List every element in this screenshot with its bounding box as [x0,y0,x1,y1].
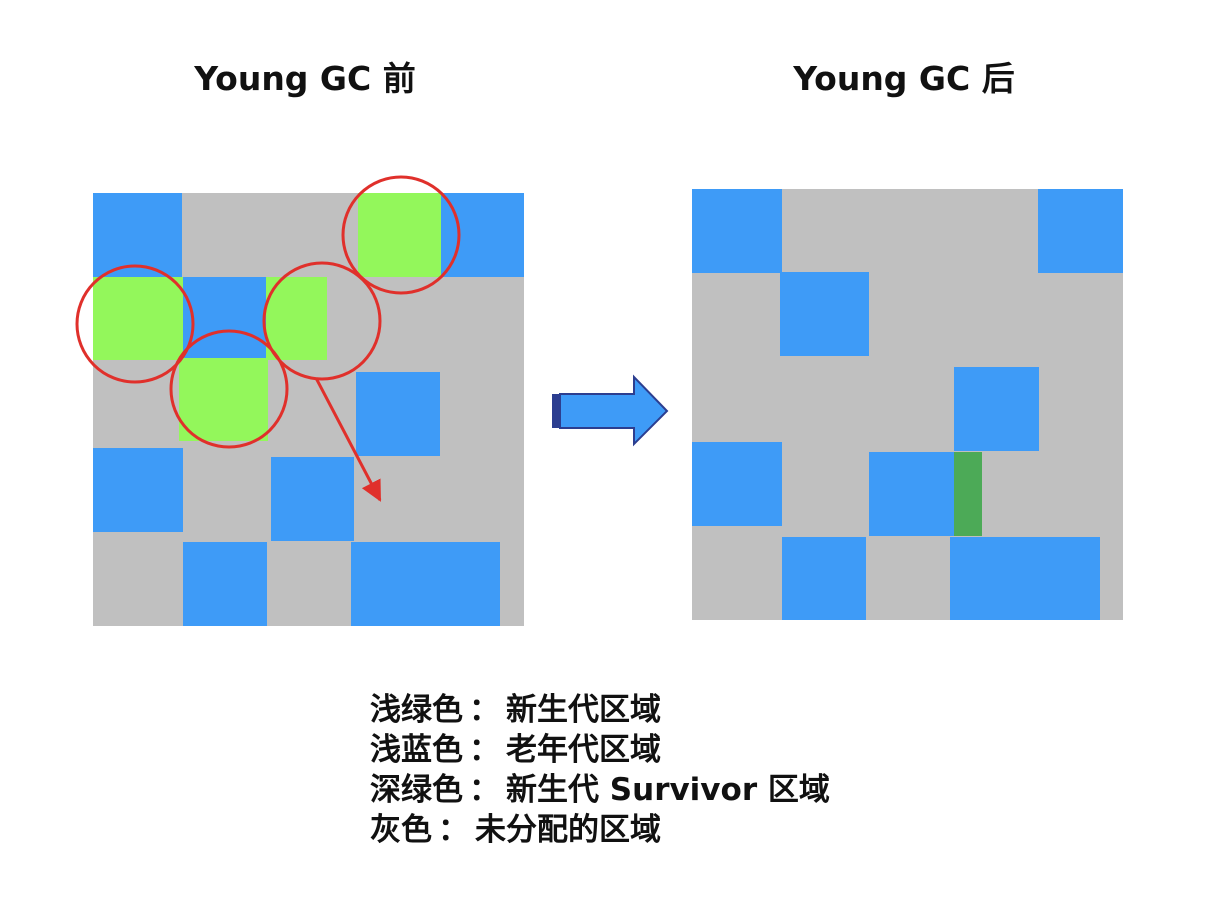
heap-after [692,189,1123,620]
legend-item-survivor: 深绿色：新生代 Survivor 区域 [370,770,830,810]
legend-key: 浅蓝色 [370,732,463,768]
young-region [266,277,327,360]
old-region [93,193,182,277]
collected-circle [341,175,461,295]
young-region [358,193,441,277]
collected-circle [75,264,195,384]
legend-value: 新生代区域 [506,692,661,728]
old-region [692,189,782,273]
legend-value: 新生代 Survivor 区域 [506,772,830,808]
old-region [271,457,354,541]
old-region [183,542,267,626]
legend-separator: ： [438,812,469,848]
legend-separator: ： [469,692,500,728]
old-region [782,537,866,620]
collected-circle [169,329,289,449]
legend-item-unallocated: 灰色：未分配的区域 [370,810,830,850]
legend: 浅绿色：新生代区域 浅蓝色：老年代区域 深绿色：新生代 Survivor 区域 … [370,690,830,850]
old-region [692,442,782,526]
old-region [183,277,266,360]
legend-separator: ： [469,772,500,808]
legend-key: 灰色 [370,812,432,848]
old-region [441,193,524,277]
old-region [869,452,954,536]
young-region [93,277,183,360]
legend-value: 老年代区域 [506,732,661,768]
heap-before [75,175,524,626]
title-before: Young GC 前 [194,59,416,98]
legend-key: 深绿色 [370,772,463,808]
old-region [93,448,183,532]
old-region [780,272,869,356]
old-region [1038,189,1123,273]
legend-item-old: 浅蓝色：老年代区域 [370,730,830,770]
legend-separator: ： [469,732,500,768]
collected-circle [262,261,382,381]
old-region [950,537,1100,620]
old-region [954,367,1039,451]
old-region [356,372,440,456]
copy-arrow [314,377,382,502]
young-region [179,358,268,441]
right-arrow-icon [552,374,669,447]
legend-key: 浅绿色 [370,692,463,728]
title-after: Young GC 后 [793,59,1015,98]
old-region [351,542,500,626]
survivor-region [954,452,982,536]
legend-item-young: 浅绿色：新生代区域 [370,690,830,730]
legend-value: 未分配的区域 [475,812,661,848]
